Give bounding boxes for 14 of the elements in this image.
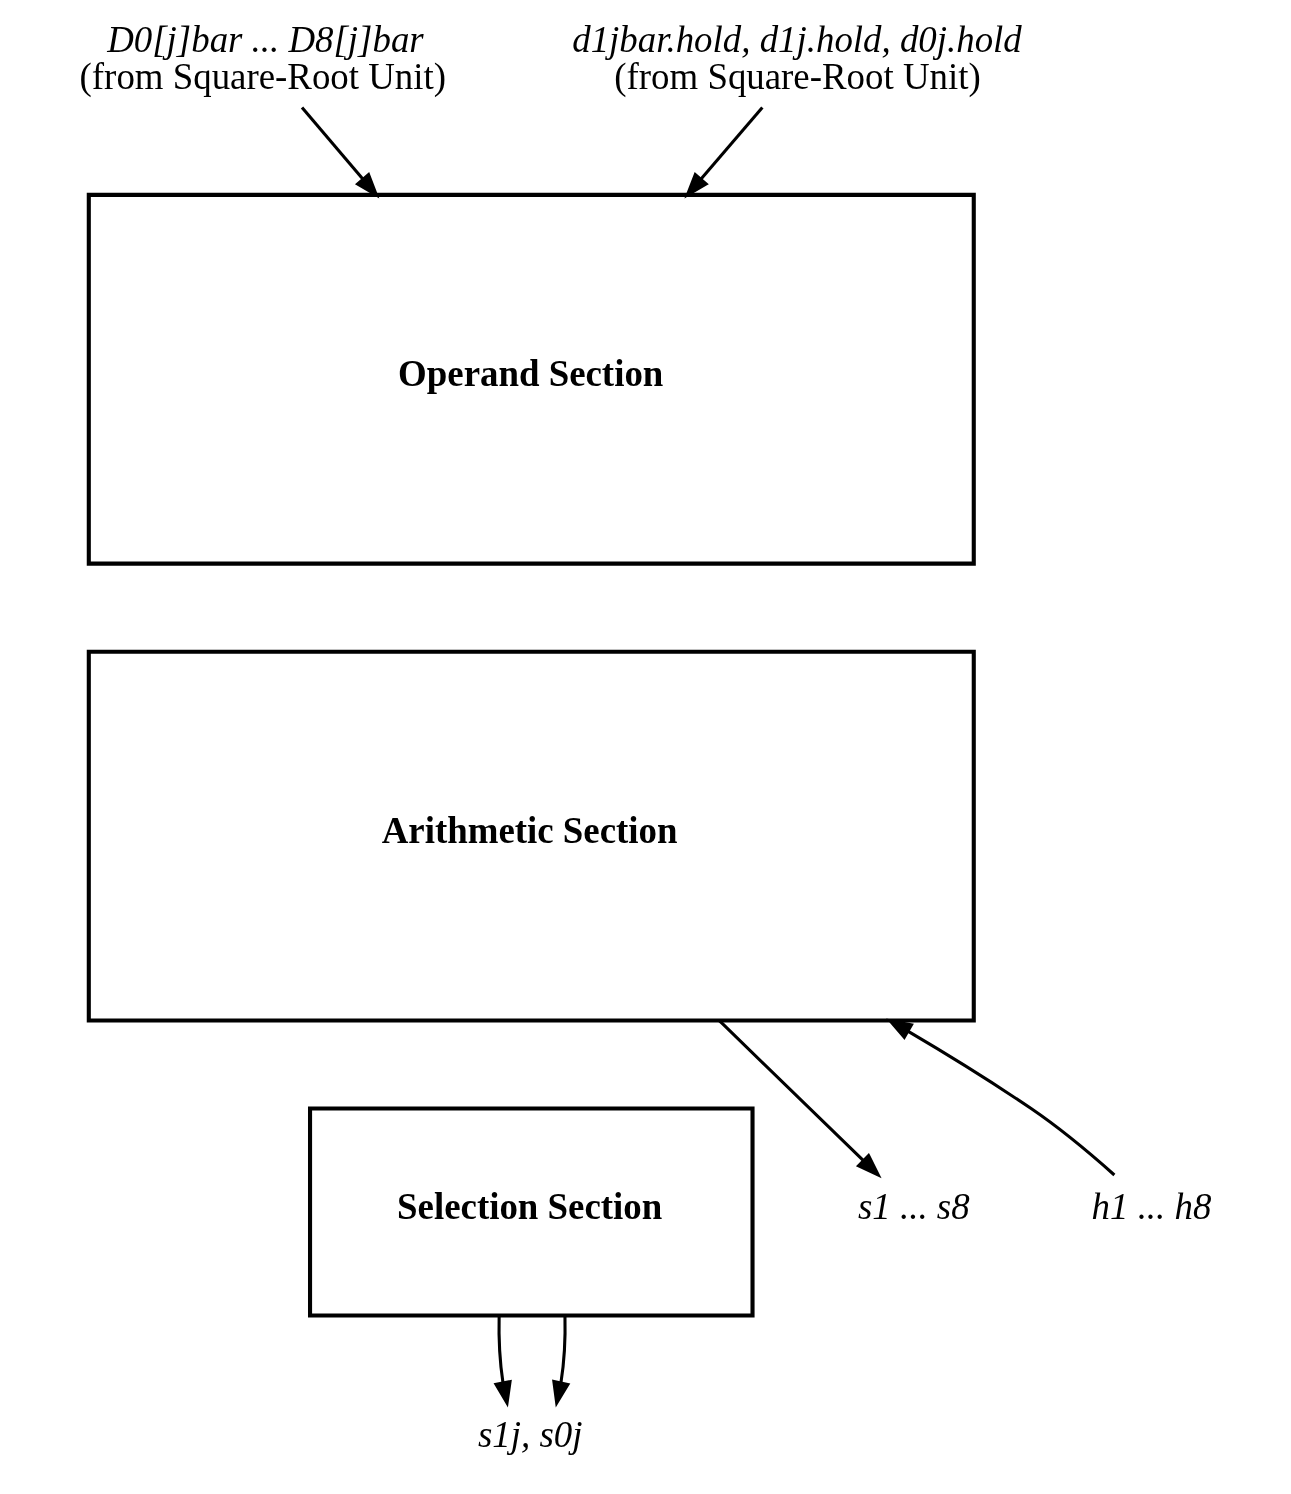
arrow — [683, 106, 763, 199]
node-text: D0[j]bar ... D8[j]bar (from Square-Root Unit) — [79, 19, 446, 98]
arrow — [551, 1315, 570, 1408]
node-text: s1 ... s8 — [857, 1185, 970, 1227]
arrow — [717, 1019, 882, 1179]
node-box: Arithmetic Section — [86, 649, 976, 1023]
node-box: Selection Section — [307, 1106, 755, 1318]
arrow — [885, 1018, 1115, 1177]
arrow — [493, 1315, 512, 1408]
node-text: h1 ... h8 — [1091, 1185, 1211, 1227]
node-text: d1jbar.hold, d1j.hold, d0j.hold (from Square-Root Unit) — [571, 19, 1022, 98]
node-box: Operand Section — [86, 192, 976, 566]
node-text: s1j, s0j — [477, 1414, 582, 1456]
arrow — [300, 106, 379, 199]
